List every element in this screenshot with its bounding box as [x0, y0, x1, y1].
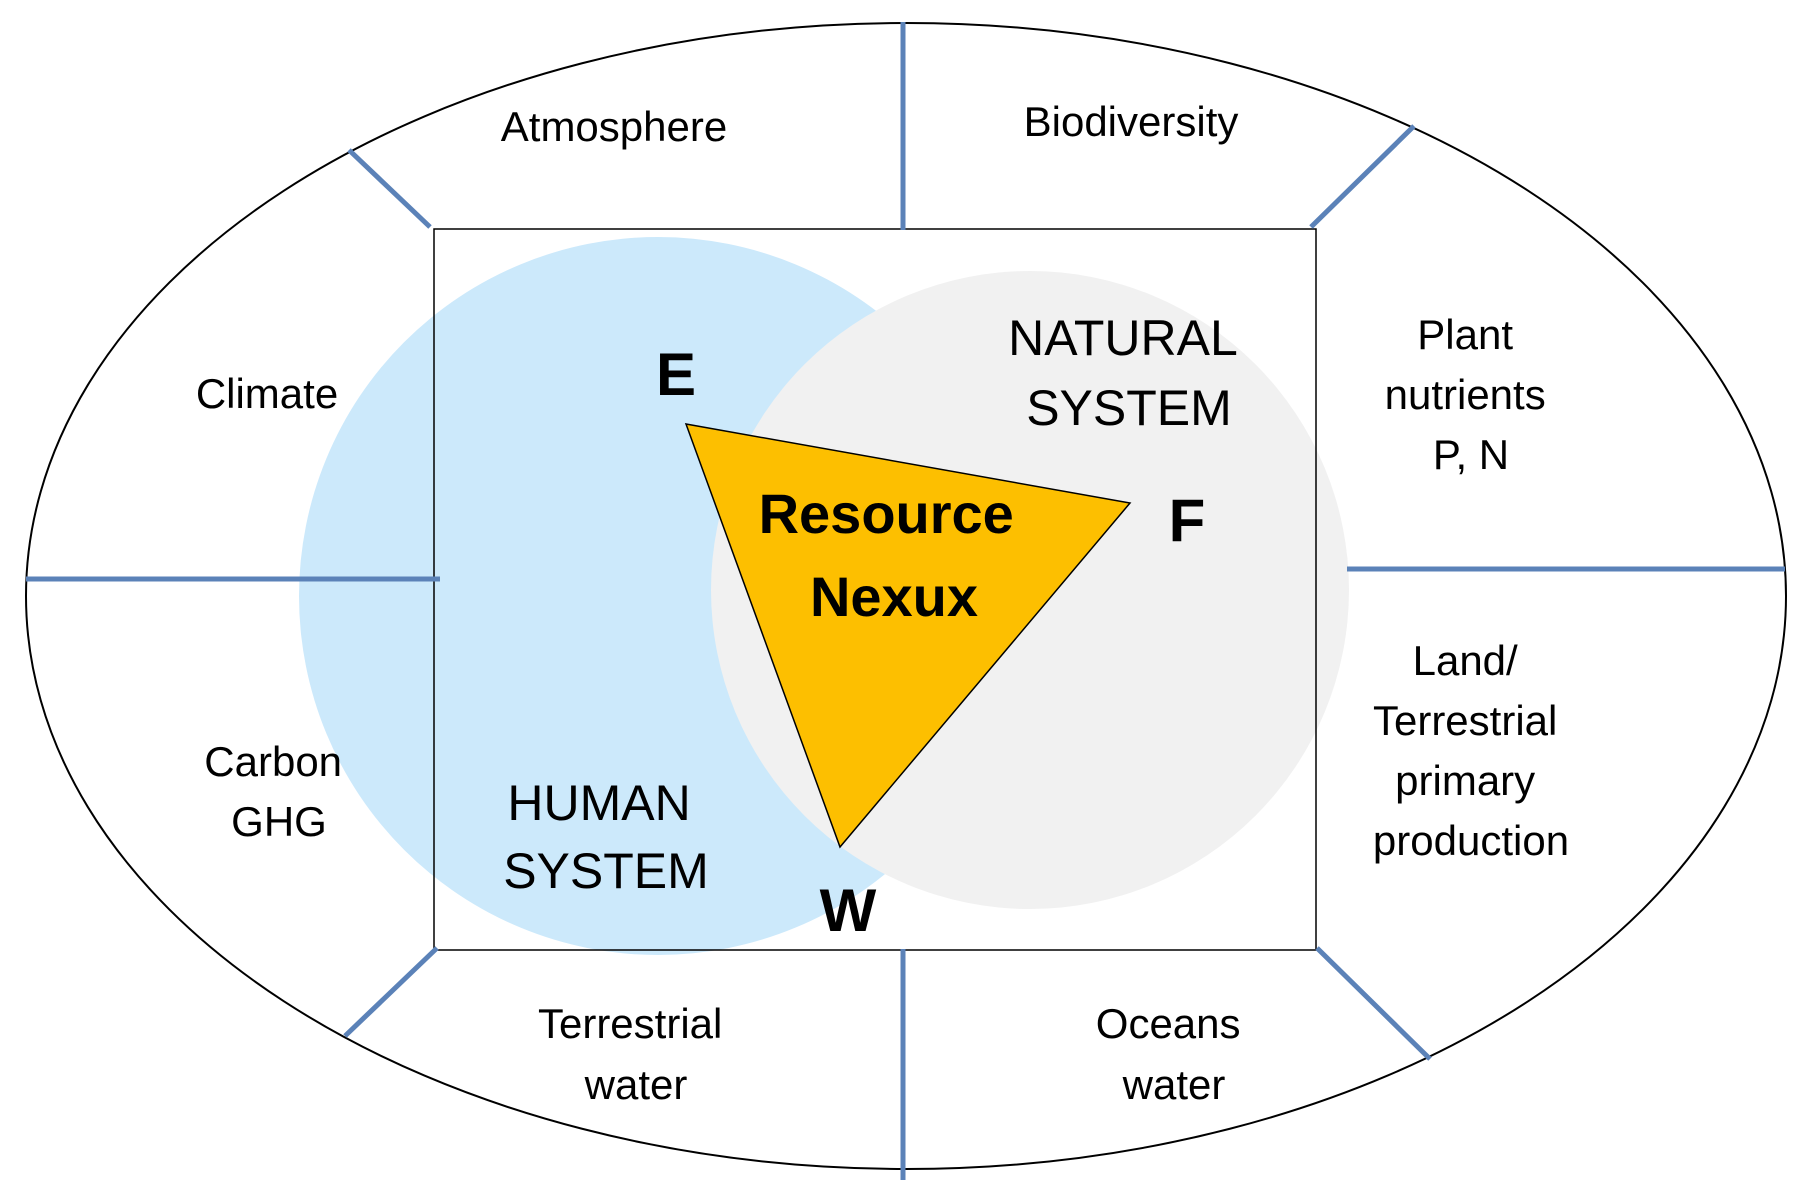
corner-label-f: F — [1169, 487, 1206, 554]
resource-nexus-triangle — [684, 423, 1132, 849]
plant-nutrients-label: Plant nutrients P, N — [1385, 311, 1558, 478]
human-system-label: HUMAN SYSTEM — [503, 775, 709, 899]
divider-top-left — [347, 148, 432, 229]
divider-bottom-left — [343, 946, 439, 1038]
terrestrial-water-label: Terrestrial water — [538, 1000, 734, 1108]
climate-label: Climate — [196, 370, 338, 417]
atmosphere-label: Atmosphere — [501, 103, 727, 150]
biodiversity-label: Biodiversity — [1024, 98, 1239, 145]
oceans-water-label: Oceans water — [1096, 1000, 1252, 1108]
natural-system-label: NATURAL SYSTEM — [1008, 310, 1250, 436]
corner-label-e: E — [656, 341, 696, 408]
resource-nexus-label: Resource Nexux — [759, 482, 1030, 628]
segment-dividers — [26, 22, 1785, 1180]
land-terrestrial-label: Land/ Terrestrial primary production — [1373, 637, 1569, 864]
corner-label-w: W — [820, 877, 877, 944]
divider-bottom-right — [1315, 946, 1432, 1061]
inner-square — [433, 228, 1317, 951]
carbon-ghg-label: Carbon GHG — [204, 738, 353, 845]
divider-top-right — [1309, 124, 1416, 229]
